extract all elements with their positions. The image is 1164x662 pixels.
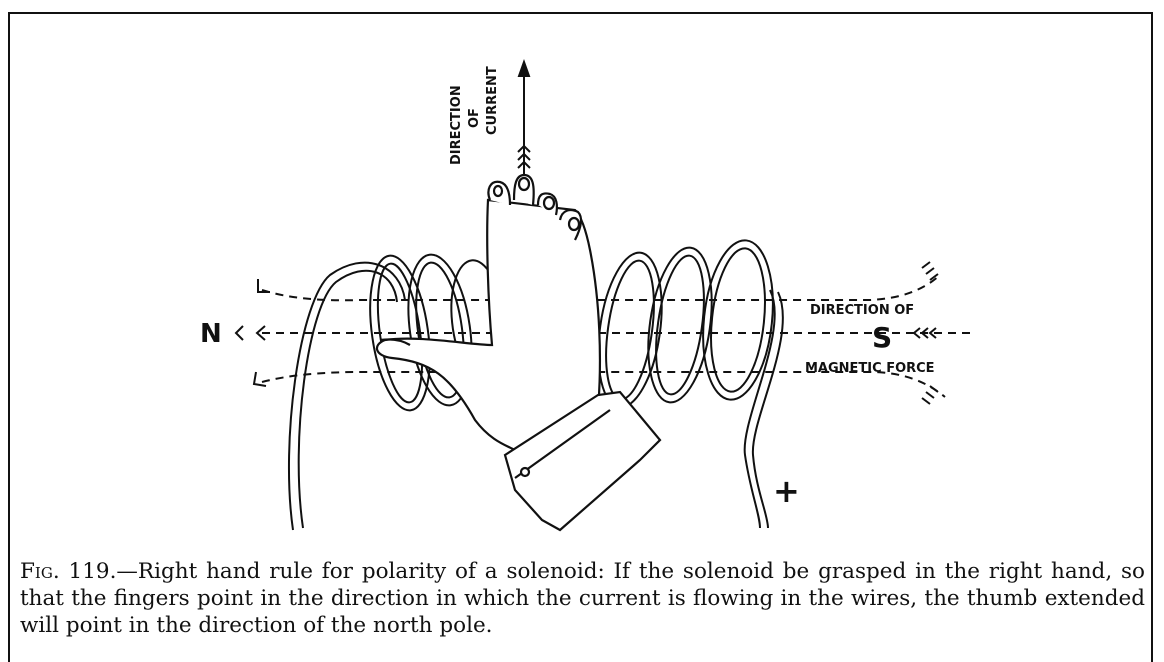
magnetic-field-lines: [262, 275, 975, 397]
label-current: CURRENT: [485, 66, 500, 135]
south-pole-label: S: [872, 321, 892, 354]
caption-text: 119.—Right hand rule for polarity of a s…: [20, 559, 1145, 638]
label-direction: DIRECTION: [449, 85, 464, 165]
current-direction-labels: DIRECTION OF CURRENT: [449, 66, 500, 165]
magnetic-force-label-top: DIRECTION OF: [810, 303, 914, 318]
solenoid-right-hand-illustration: DIRECTION OF CURRENT: [0, 0, 1164, 560]
right-hand: [377, 175, 660, 530]
north-arrowhead: [236, 326, 243, 340]
figure-caption: Fig. 119.—Right hand rule for polarity o…: [20, 558, 1145, 639]
north-pole-label: N: [200, 319, 222, 349]
label-of-vertical: OF: [467, 108, 482, 128]
plus-sign-label: +: [773, 472, 800, 510]
current-arrow: [518, 62, 530, 175]
magnetic-force-label-bottom: MAGNETIC FORCE: [805, 361, 935, 376]
figure-number-label: Fig.: [20, 559, 60, 584]
